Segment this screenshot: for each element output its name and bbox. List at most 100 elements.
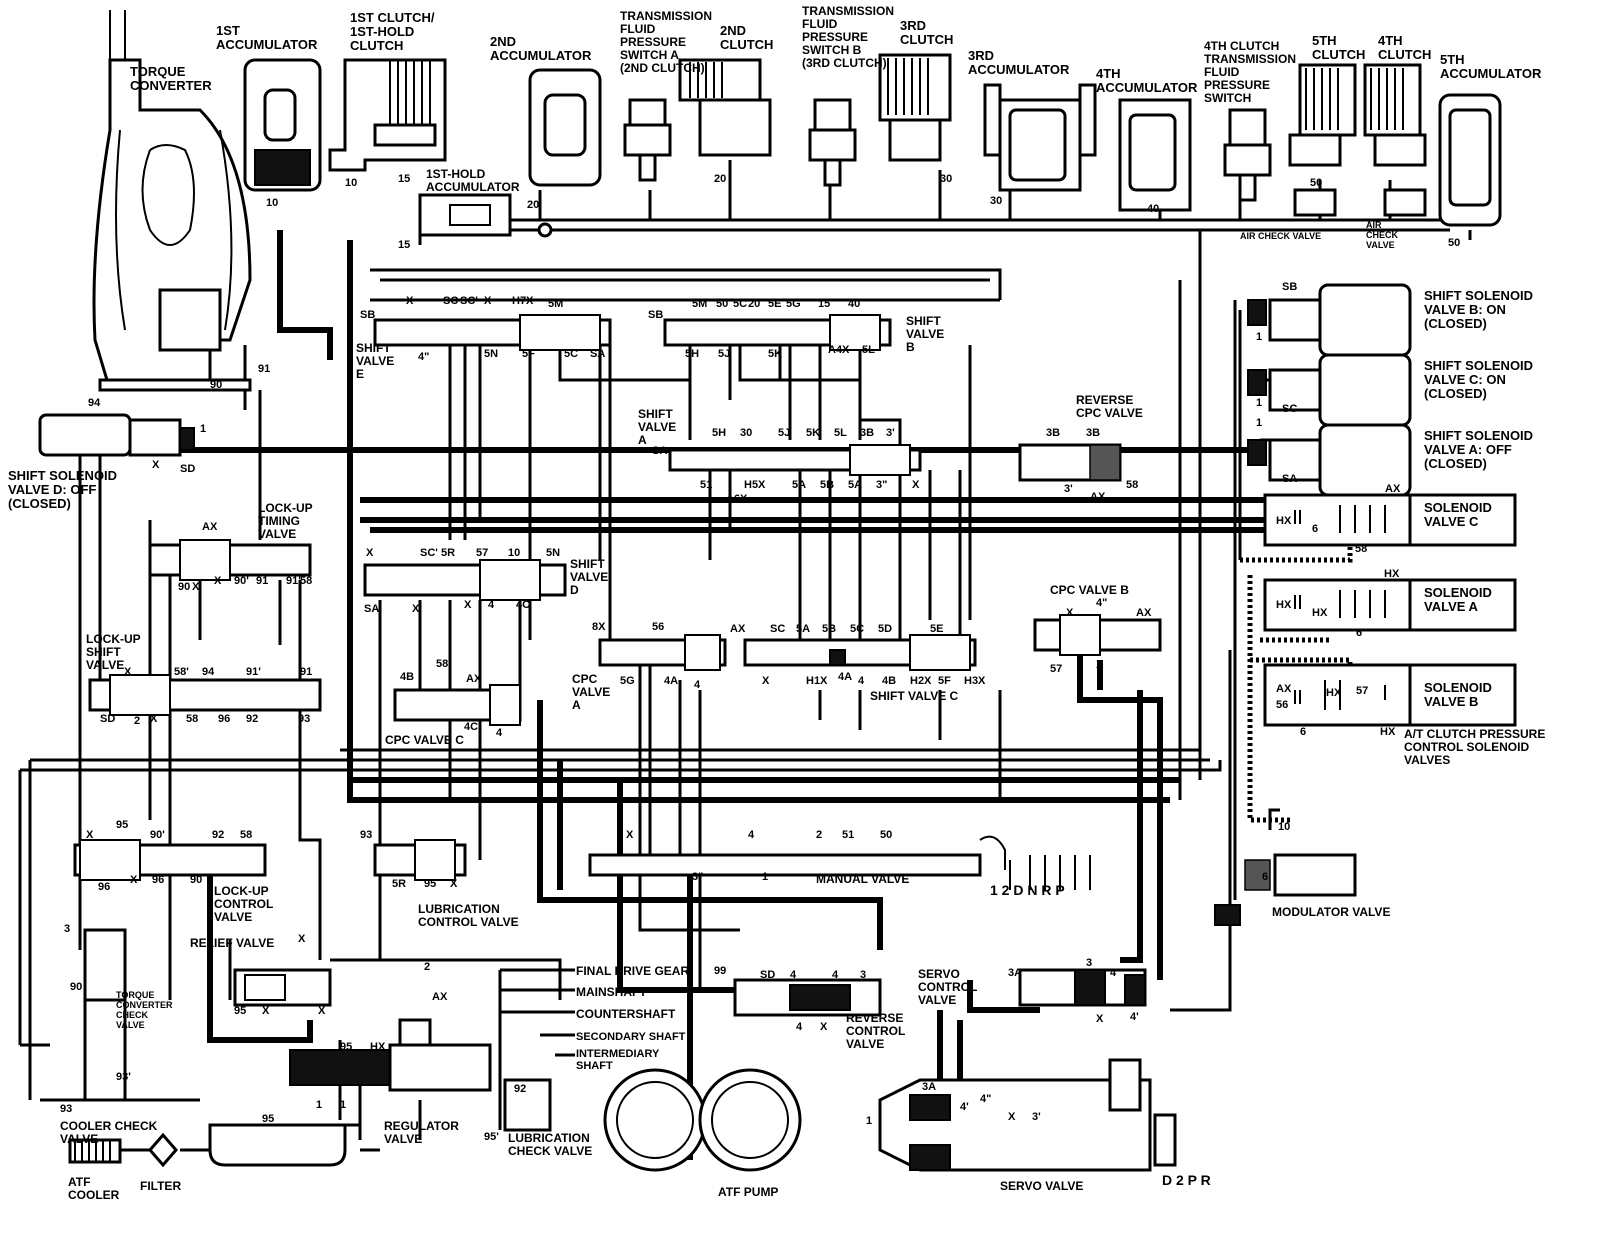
port-label: 20 xyxy=(527,199,539,211)
port-label: X xyxy=(484,295,492,307)
port-label: X xyxy=(626,829,634,841)
port-label: 58' xyxy=(436,658,451,670)
port-label: 15 xyxy=(818,298,830,310)
port-label: 4 xyxy=(790,969,797,981)
port-label: 5B xyxy=(820,479,834,491)
port-label: 4C xyxy=(516,599,530,611)
port-label: 92 xyxy=(514,1083,526,1095)
port-label: 91' xyxy=(246,666,261,678)
port-label: 5R xyxy=(392,878,406,890)
port-label: X xyxy=(214,575,222,587)
port-label: X xyxy=(318,1005,326,1017)
port-label: 90' xyxy=(150,829,165,841)
port-label: X xyxy=(130,874,138,886)
port-label: X xyxy=(86,829,94,841)
port-label: 5C xyxy=(564,348,578,360)
port-label: X xyxy=(152,459,160,471)
port-label: SC xyxy=(443,295,458,307)
port-label: X xyxy=(1096,1013,1104,1025)
port-label: 1 xyxy=(1256,417,1262,429)
port-label: 5A xyxy=(792,479,806,491)
port-label: AX xyxy=(1136,607,1152,619)
port-label: 4 xyxy=(488,599,495,611)
port-label: 5C xyxy=(733,298,747,310)
port-label: 4" xyxy=(980,1093,991,1105)
line-right-network xyxy=(1170,230,1280,1012)
line-bus-1 xyxy=(370,268,1002,302)
port-label: 91' xyxy=(286,575,301,587)
port-label: 1 xyxy=(762,871,768,883)
port-label: H5X xyxy=(744,479,766,491)
port-label: X xyxy=(150,713,158,725)
port-label: 5A xyxy=(848,479,862,491)
port-label: 1 xyxy=(1256,331,1262,343)
port-label: 40 xyxy=(1147,203,1159,215)
port-label: 91 xyxy=(258,363,270,375)
line-manual-to-servo xyxy=(537,700,883,1160)
port-label: 95' xyxy=(484,1131,499,1143)
port-label: 4" xyxy=(418,351,429,363)
port-label: AX xyxy=(730,623,746,635)
port-label: 3' xyxy=(886,427,895,439)
port-label: 5A xyxy=(796,623,810,635)
port-label: X xyxy=(124,666,132,678)
port-label: 50 xyxy=(880,829,892,841)
acc-5th xyxy=(1438,93,1502,227)
line-servo-feed xyxy=(1077,640,1163,980)
port-label: 4A xyxy=(664,675,678,687)
port-label: 5K xyxy=(768,348,782,360)
port-label: 50 xyxy=(1448,237,1460,249)
port-label: 92 xyxy=(246,713,258,725)
port-label: AX xyxy=(1276,683,1292,695)
port-label: X xyxy=(406,295,414,307)
port-label: 57 xyxy=(476,547,488,559)
port-label: 40 xyxy=(848,298,860,310)
port-label: HX xyxy=(370,1041,386,1053)
port-label: 6 xyxy=(1312,523,1318,535)
port-label: 3B xyxy=(860,427,874,439)
port-label: 5R xyxy=(441,547,455,559)
port-label: 5B xyxy=(822,623,836,635)
port-label: 4 xyxy=(858,675,865,687)
port-label: SC' xyxy=(420,547,438,559)
port-label: 2 xyxy=(134,715,140,727)
port-label: 95 xyxy=(340,1041,352,1053)
port-label: 56 xyxy=(652,621,664,633)
port-label: 5E xyxy=(768,298,781,310)
port-label: 5H xyxy=(712,427,726,439)
port-label: 4' xyxy=(960,1101,969,1113)
port-label: 5G xyxy=(620,675,635,687)
label-cpc-b: CPC VALVE B xyxy=(1050,583,1129,597)
port-label: 6 xyxy=(1356,627,1362,639)
port-label: 3" xyxy=(876,479,887,491)
air-check-valves xyxy=(1293,188,1427,217)
port-label: 5J xyxy=(718,348,730,360)
port-label: 91 xyxy=(256,575,268,587)
port-label: 4A xyxy=(838,671,852,683)
port-label: 4B xyxy=(400,671,414,683)
port-label: H3X xyxy=(964,675,986,687)
port-label: X xyxy=(450,878,458,890)
port-label: 4C xyxy=(464,721,478,733)
port-label: SB xyxy=(1282,281,1297,293)
port-label: 20 xyxy=(748,298,760,310)
